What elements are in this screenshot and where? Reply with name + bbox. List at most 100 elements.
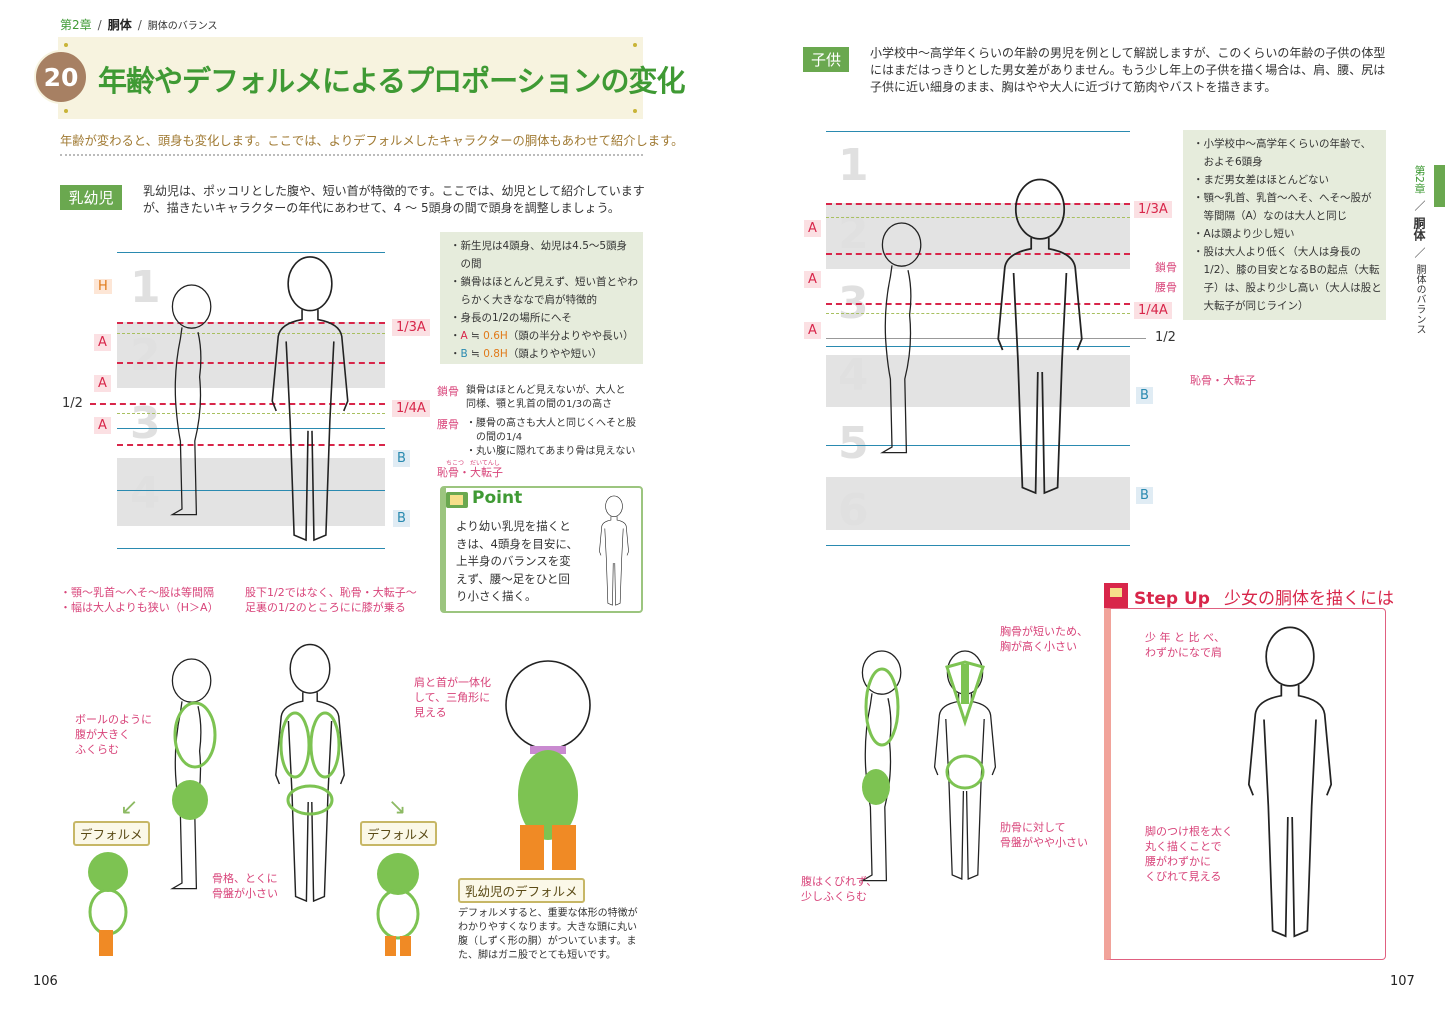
a-label: A (804, 271, 821, 288)
shoulder-compare-note: 少 年 と 比 べ、わずかになで肩 (1145, 630, 1225, 660)
note-line: 骨盤が小さい (212, 887, 278, 900)
info-line: の間 (450, 258, 482, 270)
b-symbol: B (460, 348, 468, 360)
b-label: B (1136, 487, 1153, 504)
note-line: 鎖骨はほとんど見えないが、大人と (466, 385, 626, 396)
note-line: 股下1/2ではなく、恥骨・大転子～ (245, 586, 417, 599)
breadcrumb-section: 胴体 (107, 18, 132, 32)
point-line: より幼い乳児を描くと (456, 519, 571, 533)
info-line-a: ・A ≒ 0.6H（頭の半分よりやや長い） (450, 330, 634, 342)
note-line: 腹はくびれず、 (801, 875, 878, 888)
lead-text: 年齢が変わると、頭身も変化します。ここでは、よりデフォルメしたキャラクターの胴体… (60, 134, 684, 148)
stepup-label: Step Up (1134, 589, 1210, 609)
approx: ≒ (467, 348, 484, 360)
info-line: ・新生児は4頭身、幼児は4.5～5頭身 (450, 240, 628, 252)
ball-note: ボールのように腹が大きくふくらむ (75, 712, 152, 757)
half-label: 1/2 (62, 396, 83, 411)
b-desc: （頭よりやや短い） (507, 348, 603, 360)
hip-note: ・腰骨の高さも大人と同じくへそと股 の間の1/4・丸い腹に隠れてあまり骨は見えな… (466, 417, 636, 459)
belly-note: 腹はくびれず、少しふくらむ (801, 874, 877, 904)
section-number-badge: 20 (34, 50, 88, 104)
head-count-number: 4 (130, 468, 161, 519)
section-label-infant: 乳幼児 (60, 185, 122, 210)
bottom-notes-left: ・顎～乳首～へそ～股は等間隔・幅は大人よりも狭い（H＞A） (60, 585, 219, 615)
a-label: A (94, 334, 111, 351)
leg-root-note: 脚のつけ根を太く丸く描くことで腰がわずかにくびれて見える (1145, 824, 1233, 884)
breadcrumb: 第2章/胴体/胴体のバランス (60, 18, 218, 32)
b-label: B (393, 450, 410, 467)
chibi-figure (505, 660, 591, 870)
arrow-down-right-icon: ↘ (388, 795, 407, 820)
clavicle-label: 鎖骨 (1155, 261, 1177, 274)
note-line: 少 年 と 比 べ、 (1145, 631, 1225, 644)
note-line: ふくらむ (75, 743, 119, 756)
deform-side-shape (88, 852, 128, 956)
text-line: 腹（しずく形の胴）がついています。ま (458, 936, 637, 947)
child-front-skeleton-figure (933, 650, 997, 880)
girl-front-figure (1247, 626, 1333, 938)
title-banner (58, 37, 643, 119)
stepup-box (1104, 608, 1386, 960)
point-line: り小さく描く。 (456, 589, 537, 603)
child-front-figure (997, 178, 1083, 495)
note-line: 肋骨に対して (1000, 821, 1066, 834)
note-icon (446, 492, 468, 508)
b-label: B (393, 510, 410, 527)
infant-side-figure (171, 284, 212, 516)
infant-deform-text: デフォルメすると、重要な体形の特徴がわかりやすくなります。大きな頭に丸い腹（しず… (458, 907, 638, 963)
page-title: 年齢やデフォルメによるプロポーションの変化 (98, 64, 686, 98)
a-label: A (804, 220, 821, 237)
side-tab-section: 胴体 (1412, 217, 1426, 241)
stepup-title: 少女の胴体を描くには (1223, 589, 1394, 609)
head-count-number: 3 (130, 398, 161, 449)
note-line: ・腰骨の高さも大人と同じくへそと股 (466, 418, 636, 429)
side-tab-chapter: 第2章 (1413, 165, 1426, 194)
a-label: A (94, 417, 111, 434)
clavicle-label: 鎖骨 (437, 385, 459, 398)
intro-line: にはまだはっきりとした男女差がありません。もう少し年上の子供を描く場合は、肩、腰… (870, 63, 1386, 77)
section-label-child: 子供 (803, 47, 849, 72)
infant-front-skeleton-figure (274, 643, 346, 903)
side-tab-topic: 胴体のバランス (1414, 264, 1425, 334)
pubis-label: 恥骨・大転子 (437, 466, 503, 479)
flag-icon (1104, 583, 1128, 608)
info-line: およそ6頭身 (1193, 156, 1263, 168)
clavicle-note: 鎖骨はほとんど見えないが、大人と同様、顎と乳首の間の1/3の高さ (466, 384, 626, 412)
breadcrumb-chapter: 第2章 (60, 18, 92, 32)
breadcrumb-topic: 胴体のバランス (147, 21, 218, 32)
note-line: 骨格、とくに (212, 872, 278, 885)
head-count-number: 2 (838, 208, 869, 259)
bone-note: 骨格、とくに骨盤が小さい (212, 871, 278, 901)
note-line: 脚のつけ根を太く (1145, 825, 1233, 838)
note-line: わずかになで肩 (1145, 646, 1222, 659)
info-line: ・鎖骨はほとんど見えず、短い首とやわ (450, 276, 638, 288)
point-title: Point (472, 488, 523, 508)
third-a-label: 1/3A (1134, 201, 1172, 218)
half-label: 1/2 (1155, 330, 1176, 345)
a-label: A (94, 375, 111, 392)
child-intro: 小学校中～高学年くらいの年齢の男児を例として解説しますが、このくらいの年齢の子供… (870, 45, 1385, 96)
child-side-skeleton-figure (861, 650, 902, 882)
arrow-down-left-icon: ↙ (120, 795, 139, 820)
band (117, 458, 385, 526)
infant-info-box: ・新生児は4頭身、幼児は4.5～5頭身 の間 ・鎖骨はほとんど見えず、短い首とや… (440, 232, 643, 364)
b-label: B (1136, 387, 1153, 404)
hip-label: 腰骨 (437, 418, 459, 431)
note-line: 少しふくらむ (801, 890, 867, 903)
info-line: ・Aは頭より少し短い (1193, 228, 1295, 240)
info-line-b: ・B ≒ 0.8H（頭よりやや短い） (450, 348, 603, 360)
chapter-tab-marker (1434, 165, 1445, 207)
approx: ≒ (467, 330, 484, 342)
info-line: ・小学校中～高学年くらいの年齢で、 (1193, 138, 1372, 150)
intro-line: が、描きたいキャラクターの年代にあわせて、4 ～ 5頭身の間で頭身を調整しましょ… (143, 201, 620, 215)
note-line: ボールのように (75, 713, 152, 726)
text-line: た、脚はガニ股でとても短いです。 (458, 950, 616, 961)
page-number-right: 107 (1390, 974, 1415, 989)
head-count-number: 6 (838, 485, 869, 536)
child-side-figure (881, 221, 922, 454)
info-line: 1/2）、膝の目安となるBの起点（大転 (1193, 264, 1380, 276)
baby-figure (599, 495, 629, 606)
a-symbol: A (460, 330, 468, 342)
infant-front-figure (271, 255, 349, 542)
text-line: デフォルメすると、重要な体形の特徴が (458, 908, 638, 919)
